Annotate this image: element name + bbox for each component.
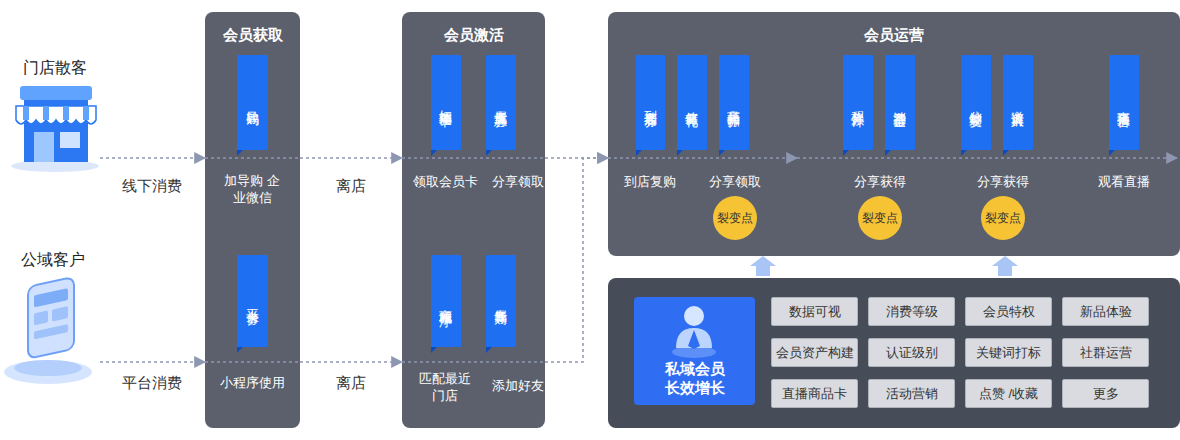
feature-tab: 导购码 — [237, 55, 268, 150]
feature-tab: 储值有礼 — [677, 55, 707, 150]
node-text: 消费基金 — [894, 101, 907, 105]
node-text: 会员资产构建 — [776, 344, 854, 362]
capability-cell: 点赞 /收藏 — [965, 379, 1052, 408]
step-label: 分享获得 — [848, 173, 912, 190]
node-text: 消费等级 — [886, 303, 938, 321]
stage-panel: 会员运营到店专属券 储值有礼 商品折扣券 积分累计 消费基金 分销裂变 邀请入群 直播预告裂变… — [608, 12, 1180, 256]
feature-tab: 短期体验卡 — [431, 55, 461, 150]
fission-point: 裂变点 — [713, 196, 757, 240]
stage-panel: 会员获取导购码平台卡券 — [205, 12, 300, 428]
step-label: 小程序使用 — [212, 374, 292, 391]
step-label: 分享领取 — [703, 173, 767, 190]
step-label: 到店复购 — [618, 173, 682, 190]
node-text: 积分累计 — [852, 101, 865, 105]
node-text: 裂变点 — [985, 210, 1021, 227]
node-text: 储值有礼 — [686, 101, 699, 105]
capability-cell: 活动营销 — [868, 379, 955, 408]
flow-connector — [300, 157, 402, 159]
step-label: 领取会员卡 — [405, 173, 485, 190]
capability-cell: 认证级别 — [868, 338, 955, 367]
node-text: 更多 — [1093, 385, 1119, 403]
node-text: 商品折扣券 — [728, 100, 741, 105]
step-label: 分享获得 — [971, 173, 1035, 190]
up-arrow — [992, 256, 1018, 276]
flow-connector — [545, 158, 608, 362]
node-text: 社群运营 — [1080, 344, 1132, 362]
fission-point: 裂变点 — [858, 196, 902, 240]
flow-connector — [100, 361, 205, 363]
node-text: 专属优惠券 — [495, 100, 508, 105]
step-label: 匹配最近 门店 — [415, 370, 475, 404]
node-text: 关键词打标 — [976, 344, 1041, 362]
feature-tab: 邀请入群 — [1003, 55, 1033, 150]
node-text: 裂变点 — [862, 210, 898, 227]
node-text: 专属导购 — [495, 299, 508, 303]
node-text: 商城小程序 — [440, 299, 453, 304]
node-text: 裂变点 — [717, 210, 753, 227]
capability-cell: 更多 — [1062, 379, 1149, 408]
node-text: 数据可视 — [789, 303, 841, 321]
capability-cell: 新品体验 — [1062, 297, 1149, 326]
feature-tab: 分销裂变 — [961, 55, 991, 150]
node-text: 到店专属券 — [644, 100, 657, 105]
capability-cell: 会员特权 — [965, 297, 1052, 326]
growth-panel — [608, 278, 1180, 428]
panel-title: 会员激活 — [402, 26, 545, 45]
step-label: 加导购 企业微信 — [220, 172, 284, 206]
feature-tab: 专属优惠券 — [486, 55, 516, 150]
node-text: 活动营销 — [886, 385, 938, 403]
feature-tab: 商城小程序 — [431, 255, 461, 347]
feature-tab: 专属导购 — [486, 255, 516, 347]
feature-tab: 商品折扣券 — [719, 55, 749, 150]
panel-title: 会员获取 — [205, 26, 300, 45]
node-text: 私域会员 长效增长 — [660, 359, 730, 397]
capability-cell: 消费等级 — [868, 297, 955, 326]
capability-cell: 直播商品卡 — [771, 379, 858, 408]
node-text: 直播商品卡 — [782, 385, 847, 403]
node-text: 邀请入群 — [1012, 101, 1025, 105]
capability-cell: 关键词打标 — [965, 338, 1052, 367]
node-text: 分销裂变 — [970, 101, 983, 105]
step-label: 分享领取 — [486, 173, 550, 190]
feature-tab: 消费基金 — [885, 55, 915, 150]
store-icon — [11, 86, 99, 172]
node-text: 直播预告 — [1118, 101, 1131, 105]
up-arrow — [750, 256, 776, 276]
node-text: 新品体验 — [1080, 303, 1132, 321]
stage-panel: 会员激活短期体验卡 专属优惠券商城小程序 专属导购 — [402, 12, 545, 428]
edge-label: 平台消费 — [112, 374, 192, 391]
fission-point: 裂变点 — [981, 196, 1025, 240]
flow-connector — [545, 157, 608, 159]
customer-node: 门店散客 — [10, 58, 100, 173]
edge-label: 线下消费 — [112, 177, 192, 194]
growth-box: 私域会员 长效增长 — [634, 297, 755, 405]
feature-tab: 平台卡券 — [237, 255, 268, 347]
node-text: 短期体验卡 — [440, 100, 453, 105]
edge-label: 离店 — [311, 374, 391, 391]
capability-cell: 会员资产构建 — [771, 338, 858, 367]
flow-connector — [300, 361, 402, 363]
customer-node: 公域客户 — [5, 250, 100, 392]
step-label: 观看直播 — [1092, 173, 1156, 190]
step-label: 添加好友 — [486, 377, 550, 394]
node-text: 导购码 — [246, 101, 259, 104]
node-text: 门店散客 — [10, 58, 100, 79]
node-text: 认证级别 — [886, 344, 938, 362]
node-text: 会员特权 — [983, 303, 1035, 321]
node-text: 平台卡券 — [246, 299, 259, 303]
phone-icon — [4, 277, 92, 384]
panel-title: 会员运营 — [608, 26, 1180, 45]
feature-tab: 直播预告 — [1109, 55, 1139, 150]
edge-label: 离店 — [311, 177, 391, 194]
node-text: 公域客户 — [5, 250, 100, 271]
feature-tab: 到店专属券 — [636, 55, 665, 150]
node-text: 点赞 /收藏 — [979, 385, 1038, 403]
capability-cell: 社群运营 — [1062, 338, 1149, 367]
flow-connector — [100, 157, 205, 159]
capability-cell: 数据可视 — [771, 297, 858, 326]
feature-tab: 积分累计 — [843, 55, 873, 150]
